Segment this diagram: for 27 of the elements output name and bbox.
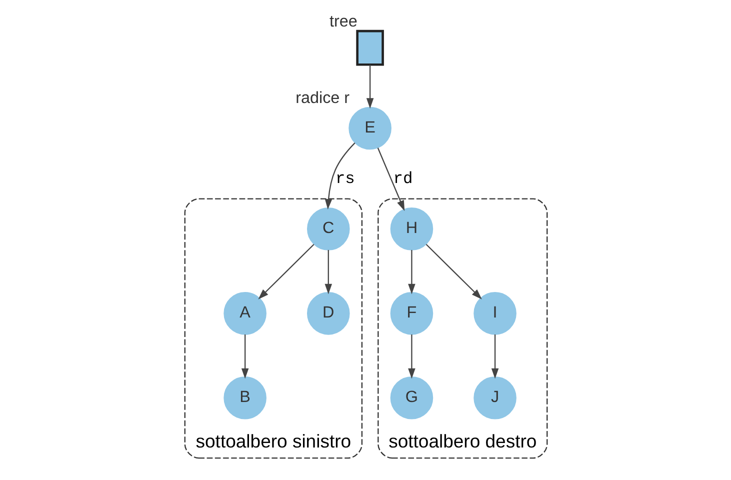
arrow — [408, 249, 415, 294]
arrow — [490, 334, 498, 378]
node-circle: H — [390, 207, 433, 250]
arrow — [376, 147, 404, 210]
node-circle: G — [390, 376, 433, 419]
node-label: radice r — [295, 88, 350, 107]
arrow — [240, 334, 248, 378]
node-circle: I — [473, 292, 516, 334]
node-label: sottoalbero sinistro — [195, 430, 351, 451]
node-circle: B — [223, 376, 266, 419]
edge-label: rs — [334, 169, 354, 188]
node-circle: F — [390, 292, 433, 334]
arrow — [408, 334, 415, 378]
arrow — [366, 64, 374, 108]
arrow — [324, 142, 355, 209]
arrow — [425, 243, 482, 299]
node-box — [356, 29, 384, 66]
edge-label: rd — [392, 169, 412, 188]
node-label: sottoalbero destro — [388, 430, 536, 451]
node-circle: E — [348, 106, 391, 150]
node-circle: J — [473, 376, 516, 419]
node-label: tree — [328, 12, 357, 30]
arrow — [324, 249, 332, 294]
arrow — [258, 243, 314, 299]
node-circle: D — [306, 292, 350, 334]
node-circle: A — [223, 292, 266, 334]
node-circle: C — [306, 207, 350, 250]
